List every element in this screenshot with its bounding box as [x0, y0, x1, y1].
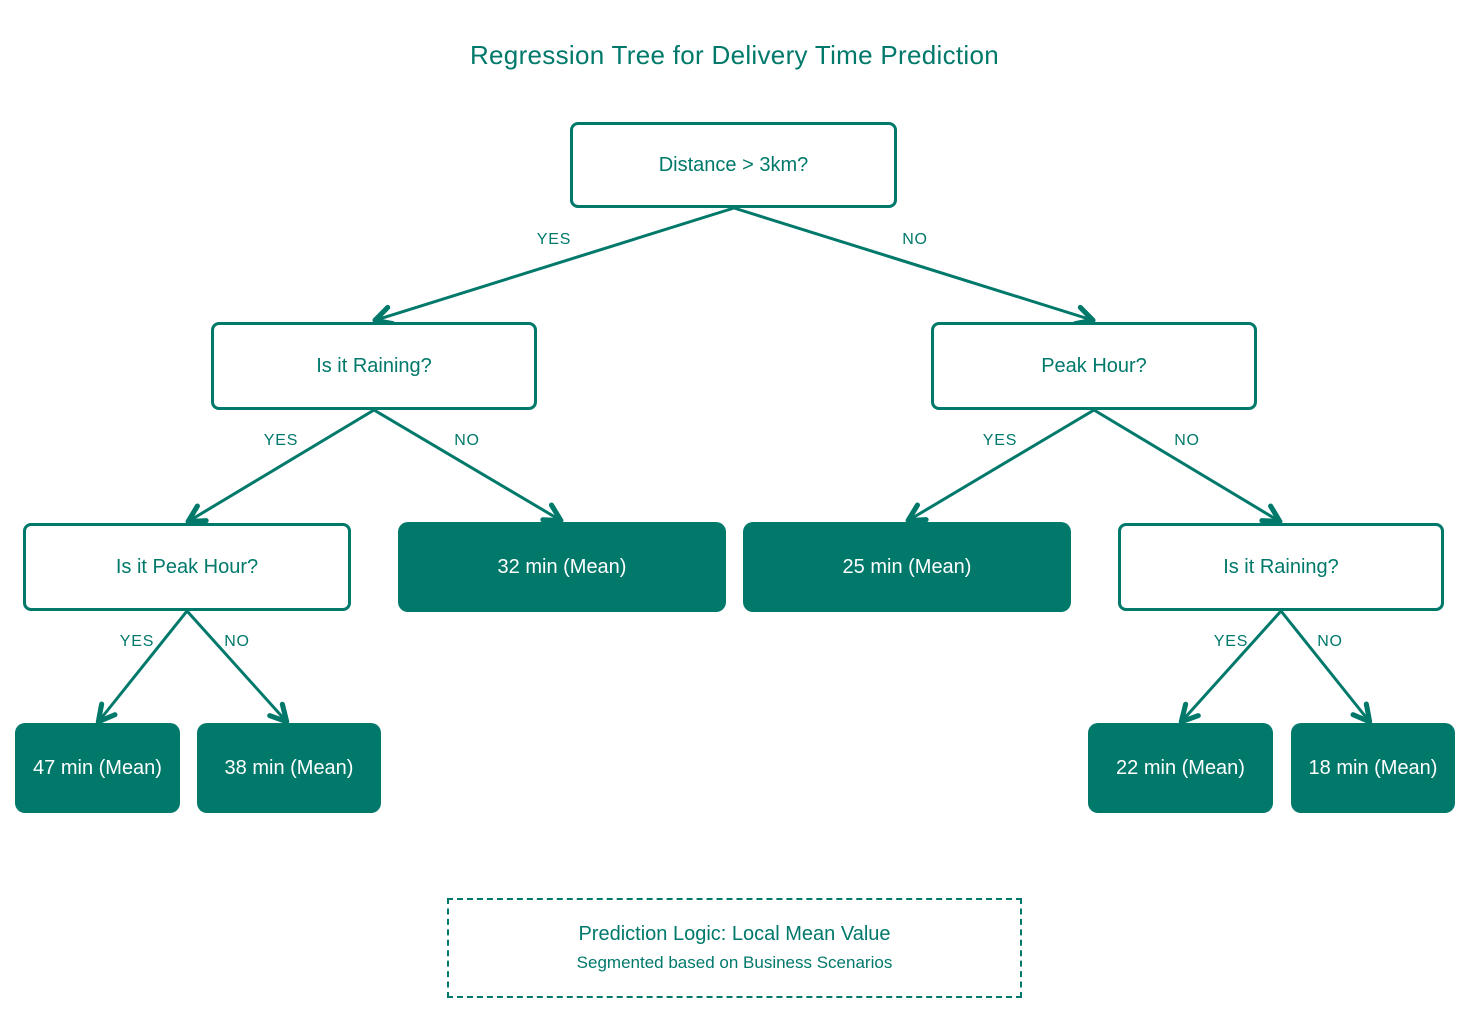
- edge-label-peak-hour-left-yes: YES: [119, 633, 155, 650]
- prediction-logic-note: Prediction Logic: Local Mean Value Segme…: [447, 898, 1022, 998]
- node-peak-hour-right: Peak Hour?: [931, 322, 1257, 410]
- edge-label-peak-hour-left-no: NO: [224, 633, 250, 650]
- edge-peak-hour-right-no: [1092, 408, 1283, 525]
- node-is-it-peak-hour-left: Is it Peak Hour?: [23, 523, 351, 611]
- edge-peak-hour-right-yes: [905, 408, 1096, 524]
- diagram-title: Regression Tree for Delivery Time Predic…: [469, 40, 1000, 70]
- prediction-logic-subtitle: Segmented based on Business Scenarios: [576, 953, 893, 972]
- edge-label-peak-hour-right-yes: YES: [982, 432, 1018, 449]
- node-is-it-raining-right: Is it Raining?: [1118, 523, 1444, 611]
- leaf-25-min: 25 min (Mean): [743, 522, 1071, 612]
- edge-peak-hour-left-yes: [95, 609, 189, 725]
- edge-raining-right-yes: [1178, 609, 1283, 725]
- edge-raining-left-yes: [185, 408, 376, 525]
- edge-label-raining-right-no: NO: [1317, 633, 1343, 650]
- edge-raining-left-no: [372, 408, 564, 524]
- leaf-47-min: 47 min (Mean): [15, 723, 180, 813]
- leaf-38-min: 38 min (Mean): [197, 723, 381, 813]
- edge-peak-hour-left-no: [185, 609, 290, 725]
- node-distance: Distance > 3km?: [570, 122, 897, 208]
- leaf-32-min: 32 min (Mean): [398, 522, 726, 612]
- node-is-it-raining-left: Is it Raining?: [211, 322, 537, 410]
- leaf-18-min: 18 min (Mean): [1291, 723, 1455, 813]
- prediction-logic-title: Prediction Logic: Local Mean Value: [578, 923, 891, 945]
- edge-label-distance-yes: YES: [536, 231, 572, 248]
- edge-label-raining-left-yes: YES: [263, 432, 299, 449]
- edge-distance-no: [732, 206, 1096, 327]
- edge-distance-yes: [372, 206, 736, 327]
- edge-label-raining-right-yes: YES: [1213, 633, 1249, 650]
- edge-label-peak-hour-right-no: NO: [1174, 432, 1200, 449]
- edge-raining-right-no: [1279, 609, 1373, 725]
- edge-label-distance-no: NO: [902, 231, 928, 248]
- edge-label-raining-left-no: NO: [454, 432, 480, 449]
- leaf-22-min: 22 min (Mean): [1088, 723, 1273, 813]
